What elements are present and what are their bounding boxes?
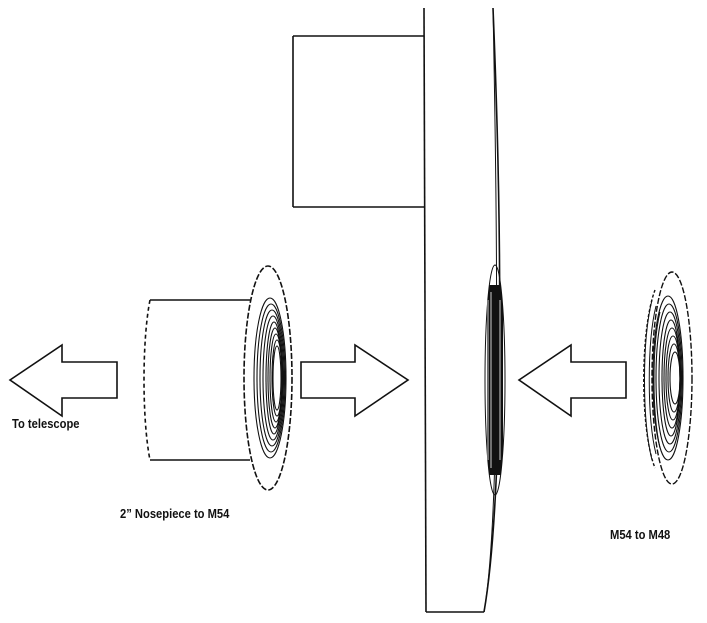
center-thread bbox=[487, 285, 503, 475]
arrow-to-telescope bbox=[8, 343, 118, 418]
label-to-telescope: To telescope bbox=[12, 416, 80, 431]
nosepiece-thread bbox=[253, 297, 287, 459]
central-flange-body bbox=[292, 7, 506, 613]
m54-m48-outer-thread bbox=[644, 299, 661, 461]
m54-m48-thread bbox=[652, 295, 684, 461]
label-nosepiece: 2” Nosepiece to M54 bbox=[120, 506, 230, 521]
arrow-m48-to-flange bbox=[517, 343, 627, 418]
arrow-nosepiece-to-flange bbox=[300, 343, 410, 418]
front-flange-ring bbox=[484, 264, 506, 496]
label-m54-to-m48: M54 to M48 bbox=[610, 527, 671, 542]
rear-boss bbox=[292, 35, 424, 208]
